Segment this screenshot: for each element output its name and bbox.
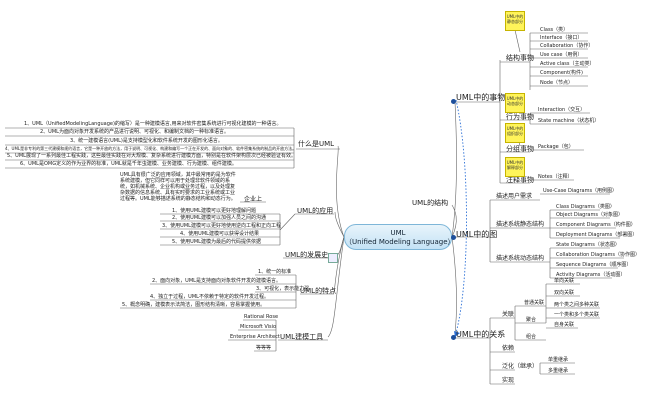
branch-uml-application[interactable]: UML的应用: [297, 207, 334, 215]
user-requirements-label[interactable]: 描述用户需求: [496, 193, 533, 200]
tool-item: Microsoft Visio: [240, 324, 277, 330]
what-is-item: 1、UML（UnifiedModelingLanguage)的缩写）是一种建模语…: [24, 121, 282, 127]
diagram-item: State Diagrams（状态图）: [556, 242, 620, 248]
diagram-item: Use-Case Diagrams（用例图）: [543, 188, 618, 194]
application-item: 4、使用UML建模可以获得设计结果: [180, 231, 259, 237]
dynamic-structure-label[interactable]: 描述系统动态结构: [496, 255, 545, 262]
branch-uml-features[interactable]: UML的特点: [300, 287, 337, 295]
feature-item: 2、面向对象，UML是支持面向对象软件开发的建模语言。: [152, 278, 281, 284]
generalization-label[interactable]: 泛化（继承）: [502, 363, 539, 370]
behavioral-item: State machine（状态机）: [538, 118, 600, 124]
diagram-item: Activity Diagrams（活动图）: [556, 272, 626, 278]
diagram-item: Deployment Diagrams（部署图）: [556, 232, 638, 238]
collapse-knob[interactable]: [451, 235, 456, 240]
tool-item: 等等等: [256, 345, 272, 351]
note-explanation-part: UML中的解释部分: [505, 157, 525, 177]
branch-what-is-uml[interactable]: 什么是UML: [298, 140, 335, 148]
branch-uml-history[interactable]: UML的发展史: [285, 251, 329, 259]
structural-item: Active class（主动类）: [540, 61, 595, 67]
realization-label[interactable]: 实现: [502, 377, 515, 384]
collapse-knob[interactable]: [451, 335, 456, 340]
note-dynamic-part: UML中的动态部分: [505, 93, 525, 113]
what-is-item: 6、UML是OMG定义的作为业界的标准，UML就是千年虫建模、业务建模、行为建模…: [20, 161, 237, 167]
structural-item: Interface（接口）: [540, 35, 583, 41]
ordinary-association-label[interactable]: 普通关联: [524, 300, 545, 306]
association-item: 两个类之间多种关联: [554, 302, 600, 308]
aggregation-label: 聚合: [526, 317, 537, 323]
structural-item: Collaboration（协作）: [540, 43, 594, 49]
structural-item: Use case（用例）: [540, 52, 583, 58]
diagram-item: Object Diagrams（对象图）: [556, 212, 623, 218]
composition-label: 组合: [526, 334, 537, 340]
diagram-item: Component Diagrams（构件图）: [556, 222, 636, 228]
structural-item: Node（节点）: [540, 80, 574, 86]
generalization-item: 多重继承: [548, 368, 569, 374]
central-topic-subtitle: （Unified Modeling Language）: [345, 238, 455, 246]
what-is-item: 2、UML为面向对象开发系统的产品进行说明、可视化、和编制文档的一种标准语言。: [40, 129, 229, 135]
dependency-label[interactable]: 依赖: [502, 345, 515, 352]
association-item: 自身关联: [554, 322, 575, 328]
structural-item: Class（类）: [540, 27, 569, 33]
annotational-item: Notes（注释）: [538, 174, 573, 180]
behavioral-things-label[interactable]: 行为事物: [506, 113, 534, 121]
structural-item: Component(构件): [540, 70, 583, 76]
application-intro: UML具有很广泛的应用领域，其中最常用的是为软件系统建模，但它同样可以用于处理非…: [120, 172, 236, 202]
diagram-item: Class Diagrams（类图）: [556, 204, 615, 210]
feature-item: 3、可视化，表示能力强: [256, 286, 310, 292]
feature-item: 4、独立于过程，UML不依赖于特定的软件开发过程。: [150, 294, 269, 300]
feature-item: 5、概念明确，建模表示法简洁，图形结构清晰，容易掌握使用。: [122, 302, 266, 308]
branch-uml-tools[interactable]: UML建模工具: [280, 333, 324, 341]
tool-item: Enterprise Architect: [230, 334, 280, 340]
diagram-item: Sequence Diagrams（顺序图）: [556, 262, 632, 268]
what-is-item: 3、统一建模语言(UML)是支持模型化和软件系统开发的图形化语言。: [70, 138, 223, 144]
tool-item: Rational Rose: [244, 314, 279, 320]
application-item: 2、使用UML建模可以加强人员之间的沟通: [172, 215, 266, 221]
behavioral-item: Interaction（交互）: [538, 107, 586, 113]
application-intro-label: 企业上: [244, 196, 263, 203]
association-label[interactable]: 关联: [502, 311, 515, 318]
feature-item: 1、统一的标准: [258, 269, 292, 275]
association-item: 双向关联: [554, 290, 575, 296]
branch-uml-structure[interactable]: UML的结构: [412, 199, 449, 207]
association-item: 一个类和多个类关联: [554, 312, 600, 318]
structural-things-label[interactable]: 结构事物: [506, 54, 534, 62]
application-item: 3、使用UML建模可以更好地使用逆向工程和正向工程: [162, 223, 281, 229]
static-structure-label[interactable]: 描述系统静态结构: [496, 221, 545, 228]
grouping-things-label[interactable]: 分组事物: [506, 145, 534, 153]
collapse-knob[interactable]: [451, 99, 456, 104]
branch-uml-things[interactable]: UML中的事物: [456, 93, 506, 102]
association-item: 单向关联: [554, 278, 575, 284]
annotational-things-label[interactable]: 注释事物: [506, 176, 534, 184]
central-topic-title: UML: [390, 229, 406, 237]
generalization-item: 单重继承: [548, 357, 569, 363]
grouping-item: Package（包）: [538, 144, 574, 150]
branch-uml-diagrams[interactable]: UML中的图: [456, 230, 498, 239]
application-item: 5、使用UML建模为最后的代码提供依据: [172, 239, 261, 245]
application-item: 1、使用UML建模可以更好地理解问题: [172, 208, 256, 214]
note-organization-part: UML中的组织部分: [505, 123, 525, 143]
central-topic[interactable]: UML （Unified Modeling Language）: [344, 224, 455, 250]
branch-uml-relations[interactable]: UML中的关系: [456, 330, 506, 339]
attachment-icon: [328, 253, 338, 263]
note-static-part: UML中的静态部分: [505, 11, 525, 31]
what-is-item: 5、UML展现了一系列最佳工程实践，这些最佳实践在对大规模、复杂系统进行建模方面…: [7, 153, 296, 159]
what-is-item: 4、UML是非专利的第三代建模和规约语言，它是一种开放的方法，用于说明、可视化、…: [5, 146, 297, 151]
diagram-item: Collaboration Diagrams（协作图）: [556, 252, 640, 258]
